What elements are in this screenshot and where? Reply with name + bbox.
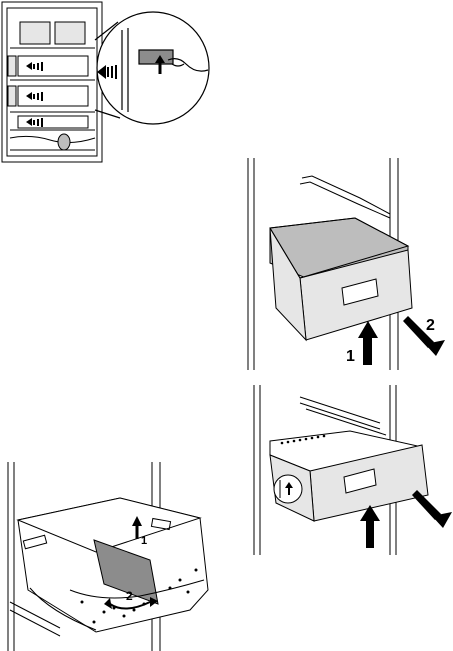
drawer-removal-illustration: 1 2 bbox=[240, 158, 453, 370]
divider-removal-illustration: 1 2 bbox=[0, 462, 220, 651]
arrow-diagonal-icon bbox=[403, 316, 445, 356]
step-2-label: 2 bbox=[426, 317, 435, 334]
arrow-up-icon bbox=[360, 505, 380, 548]
drawer-slide-out-illustration bbox=[240, 385, 453, 555]
fridge-overview-illustration bbox=[0, 0, 215, 175]
step-1-label: 1 bbox=[346, 348, 355, 365]
slide-left-icon bbox=[26, 62, 43, 127]
divider-step-2-label: 2 bbox=[126, 589, 133, 603]
arrow-diagonal-icon bbox=[412, 490, 452, 528]
divider-step-1-label: 1 bbox=[141, 535, 147, 547]
arrow-up-icon bbox=[358, 321, 378, 365]
